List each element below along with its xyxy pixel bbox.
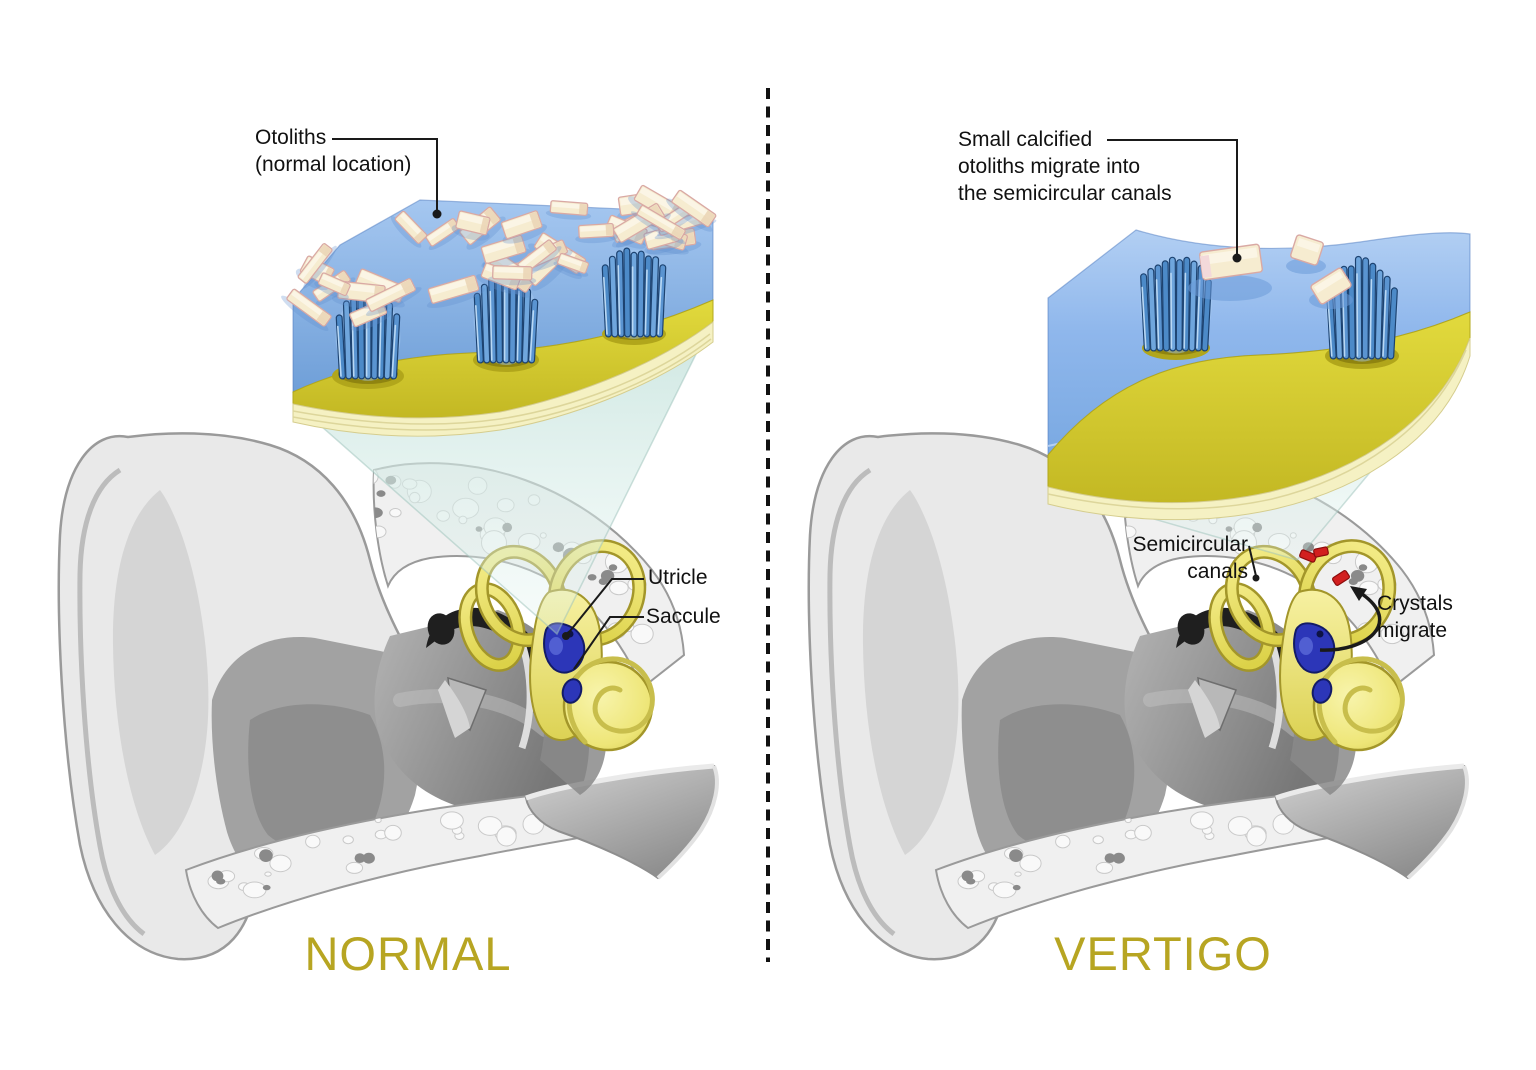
vertigo-canal-inset (1047, 229, 1471, 521)
stereocilia-bundle (1140, 256, 1212, 354)
otoliths-label-line1: Otoliths (255, 126, 327, 149)
canal-basement-line (1047, 349, 1467, 510)
saccule-label: Saccule (646, 603, 721, 630)
vertigo-title: VERTIGO (1054, 927, 1272, 980)
utricle-label: Utricle (648, 564, 708, 591)
crystals-migrate-arrowhead (1350, 586, 1367, 601)
stereocilia-bundle (601, 247, 667, 340)
otoliths-label-line2: (normal location) (255, 153, 412, 176)
basement-layer-line (292, 333, 711, 425)
crystals-migrate-label: Crystals migrate (1377, 590, 1453, 644)
migration-label-line1: Small calcified (958, 128, 1093, 151)
migration-pointer-line (1107, 139, 1238, 256)
displaced-otolith-crystal (1290, 234, 1324, 266)
utricle-pointer-line (565, 578, 644, 637)
crystals-label-line2: migrate (1377, 619, 1448, 642)
migration-label: Small calcified otoliths migrate into th… (958, 126, 1172, 207)
crystal-shadow (1188, 275, 1272, 301)
migration-label-line3: the semicircular canals (958, 182, 1172, 205)
stereocilia-bundle (473, 274, 539, 366)
semicircular-pointer-dot (1252, 574, 1260, 582)
crystals-migrate-arrow (1319, 592, 1382, 652)
otoliths-pointer-dot (432, 209, 442, 219)
displaced-otolith-crystal (1310, 267, 1352, 305)
semicircular-label-line2: canals (1187, 560, 1248, 583)
displaced-otolith-crystal (1199, 243, 1263, 281)
migration-label-line2: otoliths migrate into (958, 155, 1141, 178)
crystals-label-line1: Crystals (1377, 592, 1453, 615)
semicircular-canals-label: Semicircular canals (1098, 531, 1248, 585)
pointer-lines (332, 138, 1382, 670)
utricle-pointer-dot (562, 632, 570, 640)
semicircular-label-line1: Semicircular (1132, 533, 1248, 556)
migrated-crystals-in-canal (1299, 546, 1350, 586)
normal-macula-inset (281, 184, 717, 437)
canal-basement-layer (1047, 337, 1471, 521)
otoliths-pointer-line (332, 138, 438, 212)
normal-title: NORMAL (304, 927, 512, 980)
saccule-label-text: Saccule (646, 605, 721, 628)
saccule-pointer-line (573, 616, 644, 670)
basement-layer (292, 320, 714, 437)
migration-pointer-dot (1232, 253, 1242, 263)
otoliths-label: Otoliths (normal location) (255, 124, 411, 178)
otolith-crystal-layer (281, 184, 717, 332)
basement-layer-line (292, 338, 712, 431)
utricle-label-text: Utricle (648, 566, 708, 589)
semicircular-pointer-line (1248, 545, 1257, 577)
